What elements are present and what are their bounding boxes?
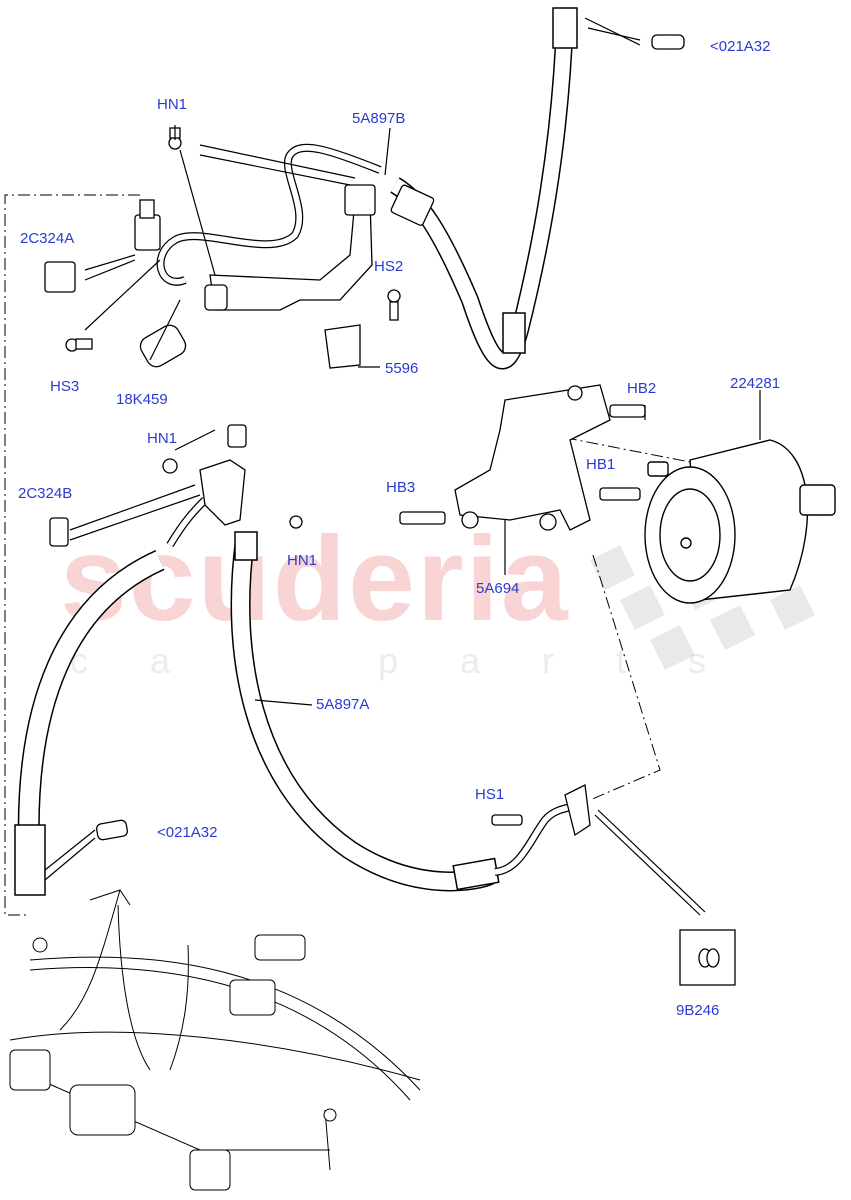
callout-2c324a[interactable]: 2C324A: [20, 230, 75, 247]
callout-hs2[interactable]: HS2: [374, 258, 404, 275]
callout-hn1-top[interactable]: HN1: [157, 96, 188, 113]
callout-hb3[interactable]: HB3: [386, 479, 416, 496]
watermark-sub: car parts: [70, 640, 769, 681]
callout-hn1-mid[interactable]: HN1: [147, 430, 178, 447]
callout-hs3[interactable]: HS3: [50, 378, 80, 395]
callout-021a32-top[interactable]: <021A32: [710, 38, 771, 55]
callout-hn1-right[interactable]: HN1: [287, 552, 318, 569]
callout-hb1[interactable]: HB1: [586, 456, 616, 473]
callout-021a32-bottom[interactable]: <021A32: [157, 824, 218, 841]
callout-5a694[interactable]: 5A694: [476, 580, 520, 597]
vehicle-overview-sketch: [9, 889, 421, 1191]
callout-9b246[interactable]: 9B246: [676, 1002, 720, 1019]
callout-18k459[interactable]: 18K459: [116, 391, 168, 408]
callout-5596[interactable]: 5596: [385, 360, 419, 377]
bracket-mid: [49, 34, 685, 841]
callout-5a897b[interactable]: 5A897B: [352, 110, 406, 127]
steering-pump: [644, 439, 836, 604]
bracket-assembly-top: [134, 184, 435, 311]
clips-and-bolts-top-left: [44, 127, 401, 369]
callout-hb2[interactable]: HB2: [627, 380, 657, 397]
leader-lines: [44, 17, 761, 916]
callout-hs1[interactable]: HS1: [475, 786, 505, 803]
hose-5a897a: [14, 497, 582, 896]
pump-bracket: [399, 384, 646, 531]
hose-5a897b: [156, 7, 578, 370]
oring-kit: [679, 929, 736, 986]
callout-2c324b[interactable]: 2C324B: [18, 485, 73, 502]
callout-5a897a[interactable]: 5A897A: [316, 696, 370, 713]
callout-224281[interactable]: 224281: [730, 375, 781, 392]
